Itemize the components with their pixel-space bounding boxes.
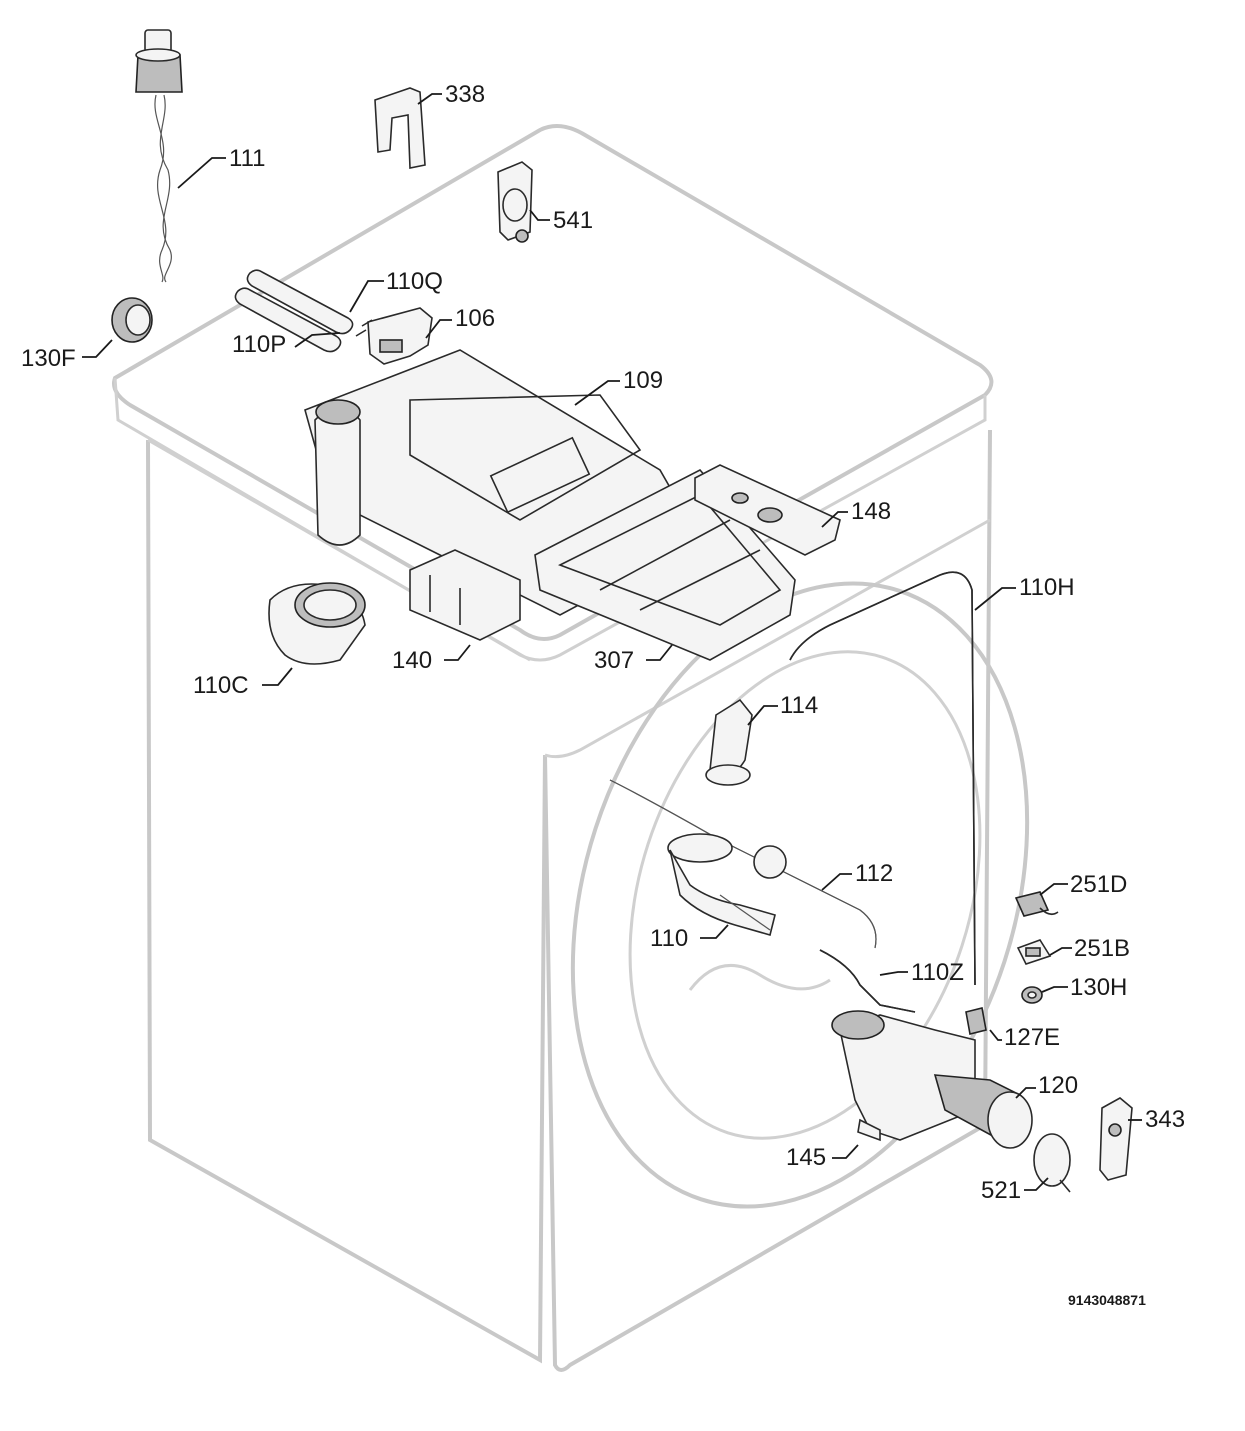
part-114-air-trap <box>705 698 753 786</box>
part-127E-nut <box>965 1007 987 1035</box>
part-110Z-small-hose <box>819 949 916 1013</box>
label-110Q: 110Q <box>386 268 443 295</box>
label-110H: 110H <box>1019 574 1075 601</box>
label-110C: 110C <box>193 672 249 699</box>
document-number: 9143048871 <box>1068 1292 1146 1308</box>
label-521: 521 <box>981 1177 1021 1204</box>
label-110Z: 110Z <box>911 959 964 986</box>
part-145-pump-housing <box>831 1010 976 1142</box>
part-130F-grommet <box>111 297 153 343</box>
label-106: 106 <box>455 305 495 332</box>
part-111-inlet-hose <box>135 29 183 283</box>
label-110P: 110P <box>232 331 286 358</box>
label-145: 145 <box>786 1144 826 1171</box>
label-127E: 127E <box>1004 1024 1060 1051</box>
part-106-actuator <box>355 307 433 365</box>
label-111: 111 <box>229 145 265 172</box>
part-120-pump-filter <box>933 1074 1033 1149</box>
label-130F: 130F <box>21 345 76 372</box>
part-labels: 111 338 541 110Q 106 110P 130F 109 148 1… <box>21 81 1185 1204</box>
label-251B: 251B <box>1074 935 1130 962</box>
label-338: 338 <box>445 81 485 108</box>
label-130H: 130H <box>1070 974 1127 1001</box>
part-343-cover <box>1099 1097 1133 1181</box>
label-112: 112 <box>855 860 893 887</box>
part-338-clamp <box>374 87 426 169</box>
label-140: 140 <box>392 647 432 674</box>
part-541-bracket <box>497 161 533 243</box>
part-130H-grommet <box>1021 986 1043 1004</box>
label-110: 110 <box>650 925 688 952</box>
part-251B-clip <box>1016 939 1052 965</box>
part-521-cap <box>1033 1133 1071 1193</box>
label-120: 120 <box>1038 1072 1078 1099</box>
part-251D-clip <box>1014 891 1059 917</box>
part-148-lid <box>694 464 841 556</box>
part-110-sump-hose <box>667 833 787 936</box>
part-140-box <box>409 549 521 641</box>
part-110C-bellows <box>268 582 366 665</box>
label-114: 114 <box>780 692 818 719</box>
leader-lines <box>82 93 1142 1191</box>
label-251D: 251D <box>1070 871 1127 898</box>
part-110Q-110P-hoses <box>234 269 354 353</box>
label-307: 307 <box>594 647 634 674</box>
cabinet-outline <box>112 124 1030 1372</box>
part-110H-hose <box>789 571 976 986</box>
label-343: 343 <box>1145 1106 1185 1133</box>
label-541: 541 <box>553 207 593 234</box>
label-148: 148 <box>851 498 891 525</box>
label-109: 109 <box>623 367 663 394</box>
